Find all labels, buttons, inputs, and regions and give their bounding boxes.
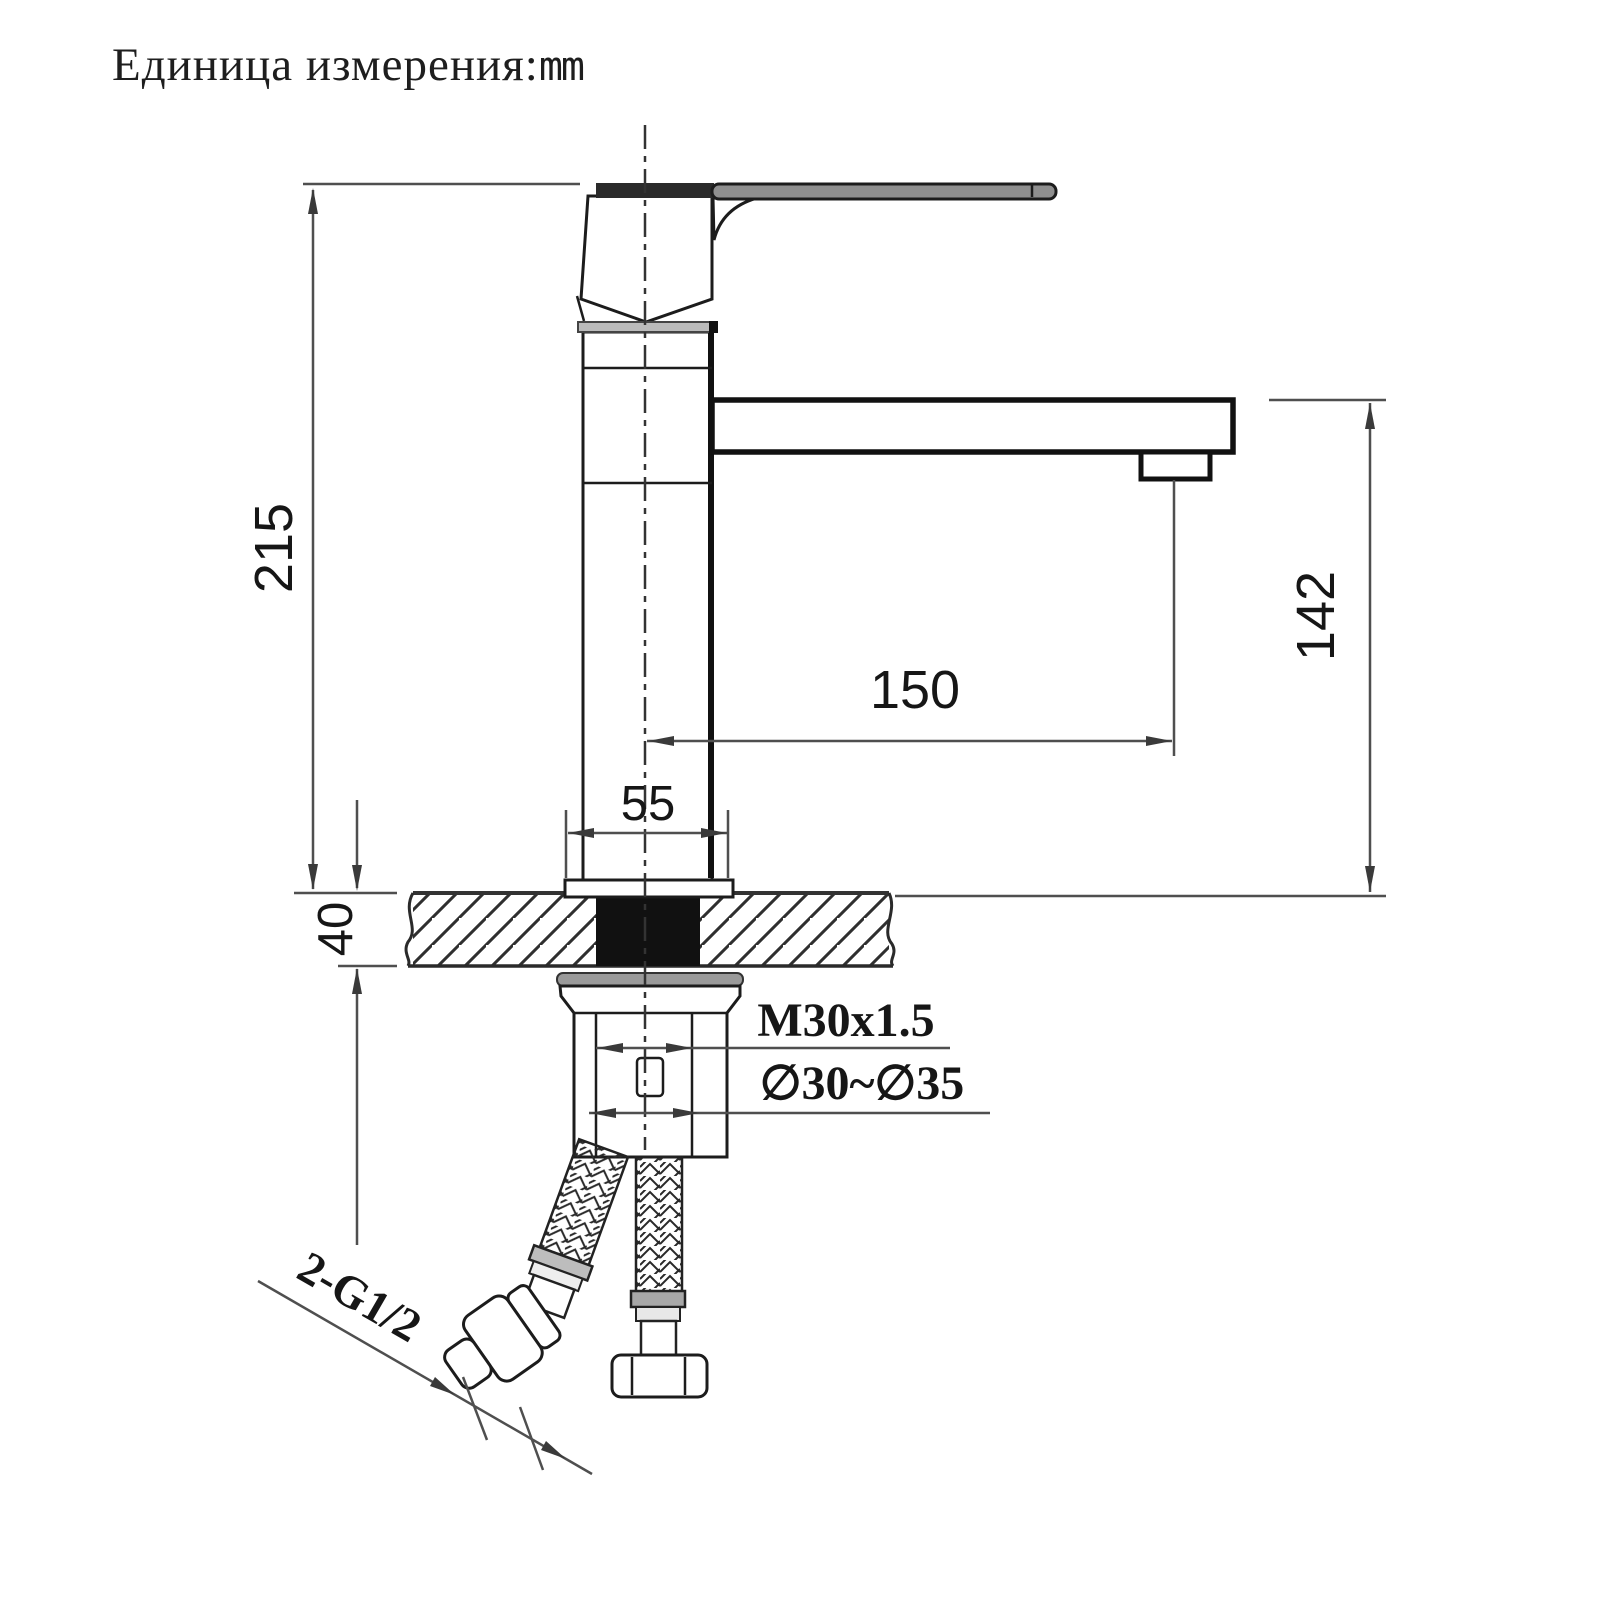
cartridge-head	[579, 194, 714, 324]
dim-line-hoses	[257, 1279, 593, 1476]
base-flange	[563, 878, 735, 899]
hose-tube	[639, 1319, 678, 1357]
dim-label-142: 142	[1286, 571, 1346, 661]
hose-nut-group	[443, 1284, 562, 1390]
hose-nut	[610, 1353, 709, 1399]
drawing-title: Единица измерения:mm	[112, 38, 585, 92]
arrow-right-hole	[673, 1108, 699, 1118]
hose-nut-cap	[443, 1337, 493, 1390]
arrow-down-40	[352, 865, 362, 891]
hose-connection-label: 2-G1/2	[289, 1241, 430, 1352]
arrow-right-thread	[666, 1043, 692, 1053]
countertop	[404, 891, 896, 968]
arrow-down-142	[1365, 866, 1375, 892]
aerator	[1138, 449, 1213, 482]
arrow-right-150	[1146, 736, 1172, 746]
head-tilt-line	[575, 295, 586, 322]
faucet-shank-through-deck	[596, 895, 700, 966]
title-text: Единица измерения:	[112, 39, 539, 91]
hose-ferrule	[629, 1289, 687, 1309]
countertop-hatch-right	[700, 893, 889, 966]
arrow-up-142	[1365, 403, 1375, 429]
countertop-break-left	[404, 892, 415, 967]
hose-braid	[634, 1155, 684, 1295]
hose-braid	[538, 1137, 630, 1267]
head-collar	[577, 321, 717, 333]
mounting-hardware	[556, 972, 744, 1159]
dimension-lines	[257, 182, 1386, 1476]
arrow-diag-2	[541, 1441, 566, 1459]
dim-label-40: 40	[309, 902, 363, 957]
oblique-tick-2	[518, 1406, 545, 1471]
arrow-left-thread	[597, 1043, 623, 1053]
stud-slot	[635, 1056, 665, 1098]
thread-spec-label: M30x1.5	[757, 994, 934, 1047]
handle-hub	[596, 183, 714, 198]
supply-hose-left	[443, 1137, 630, 1390]
arrow-right-55	[701, 828, 727, 838]
dim-label-150: 150	[870, 660, 960, 720]
dim-label-215: 215	[244, 503, 304, 593]
hole-diameter-label: ∅30~∅35	[760, 1057, 965, 1110]
hose-ferrule-2	[635, 1306, 681, 1322]
arrow-left-150	[648, 736, 674, 746]
supply-hose-right	[610, 1155, 709, 1399]
arrow-up-40	[352, 968, 362, 994]
faucet	[563, 182, 1236, 899]
title-unit: mm	[538, 44, 585, 90]
rubber-washer	[556, 972, 744, 987]
head-collar-tick	[709, 321, 718, 333]
handle-bracket	[711, 196, 758, 241]
dimension-arrowheads	[308, 188, 1375, 1459]
countertop-hatch-left	[413, 893, 596, 966]
countertop-break-right	[886, 892, 896, 967]
arrow-up-215	[308, 188, 318, 214]
dim-label-55: 55	[621, 777, 676, 831]
arrow-left-hole	[590, 1108, 616, 1118]
arrow-left-55	[568, 828, 594, 838]
faucet-spout	[709, 397, 1236, 455]
arrow-down-215	[308, 864, 318, 890]
oblique-tick-1	[461, 1376, 489, 1441]
arrow-diag-1	[430, 1377, 455, 1395]
faucet-lever-handle	[710, 182, 1058, 201]
